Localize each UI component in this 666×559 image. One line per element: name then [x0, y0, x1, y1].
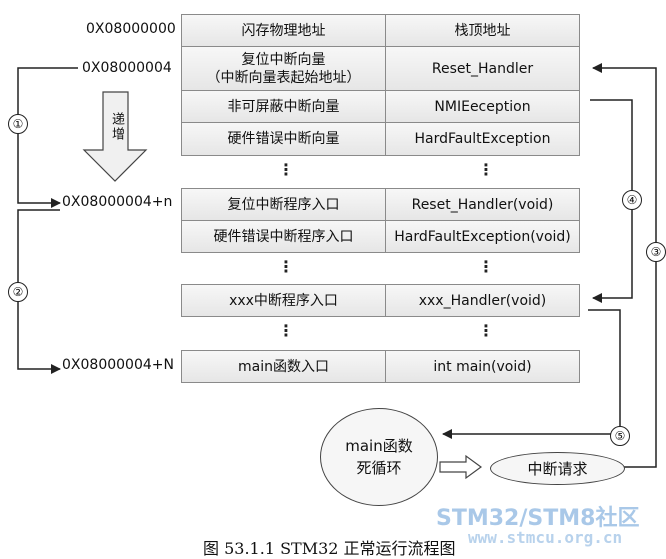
step-3-marker: ③: [646, 242, 666, 262]
table-cell-reset-entry: 复位中断程序入口: [181, 188, 386, 221]
table-cell-reset-vector: 复位中断向量 （中断向量表起始地址）: [181, 46, 386, 91]
step-5-marker: ⑤: [610, 426, 630, 446]
table-cell-stack-top: 栈顶地址: [385, 14, 580, 47]
figure-caption: 图 53.1.1 STM32 正常运行流程图: [203, 539, 456, 558]
watermark-logo-text: STM32/STM8社区: [436, 506, 640, 531]
table-cell-hardfault-vector: 硬件错误中断向量: [181, 122, 386, 156]
arrow-step3: [592, 63, 657, 468]
table-cell-hardfault-exception: HardFaultException: [385, 122, 580, 156]
arrow-step5: [442, 309, 621, 439]
step-1-marker: ①: [8, 114, 28, 134]
table-cell-int-main: int main(void): [385, 350, 580, 383]
increment-arrow: [82, 91, 148, 182]
table-cell-xxx-handler: xxx_Handler(void): [385, 284, 580, 317]
ellipsis-1-right: ⋮: [478, 160, 494, 179]
address-08000000: 0X08000000: [86, 21, 176, 37]
hollow-arrow: [439, 454, 483, 480]
table-cell-reset-handler: Reset_Handler: [385, 46, 580, 91]
address-08000004-plus-n: 0X08000004+n: [62, 194, 173, 210]
ellipsis-2-right: ⋮: [478, 257, 494, 276]
main-loop-node: main函数 死循环: [320, 408, 438, 506]
ellipsis-3-right: ⋮: [478, 321, 494, 340]
table-cell-hardfault-void: HardFaultException(void): [385, 220, 580, 253]
ellipsis-2-left: ⋮: [278, 257, 294, 276]
table-cell-xxx-entry: xxx中断程序入口: [181, 284, 386, 317]
interrupt-request-node: 中断请求: [490, 452, 625, 485]
arrow-step1: [17, 67, 78, 208]
table-cell-flash-address: 闪存物理地址: [181, 14, 386, 47]
table-cell-hardfault-entry: 硬件错误中断程序入口: [181, 220, 386, 253]
table-cell-nmi-exception: NMIEeception: [385, 90, 580, 123]
watermark-url-text: www.stmcu.org.cn: [468, 528, 623, 547]
table-cell-nmi-vector: 非可屏蔽中断向量: [181, 90, 386, 123]
step-2-marker: ②: [8, 282, 28, 302]
address-08000004: 0X08000004: [82, 60, 172, 76]
ellipsis-3-left: ⋮: [278, 321, 294, 340]
step-4-marker: ④: [622, 190, 642, 210]
table-cell-main-entry: main函数入口: [181, 350, 386, 383]
address-08000004-plus-N: 0X08000004+N: [62, 357, 174, 373]
increment-label: 递增: [109, 112, 124, 142]
table-cell-reset-handler-void: Reset_Handler(void): [385, 188, 580, 221]
ellipsis-1-left: ⋮: [278, 160, 294, 179]
